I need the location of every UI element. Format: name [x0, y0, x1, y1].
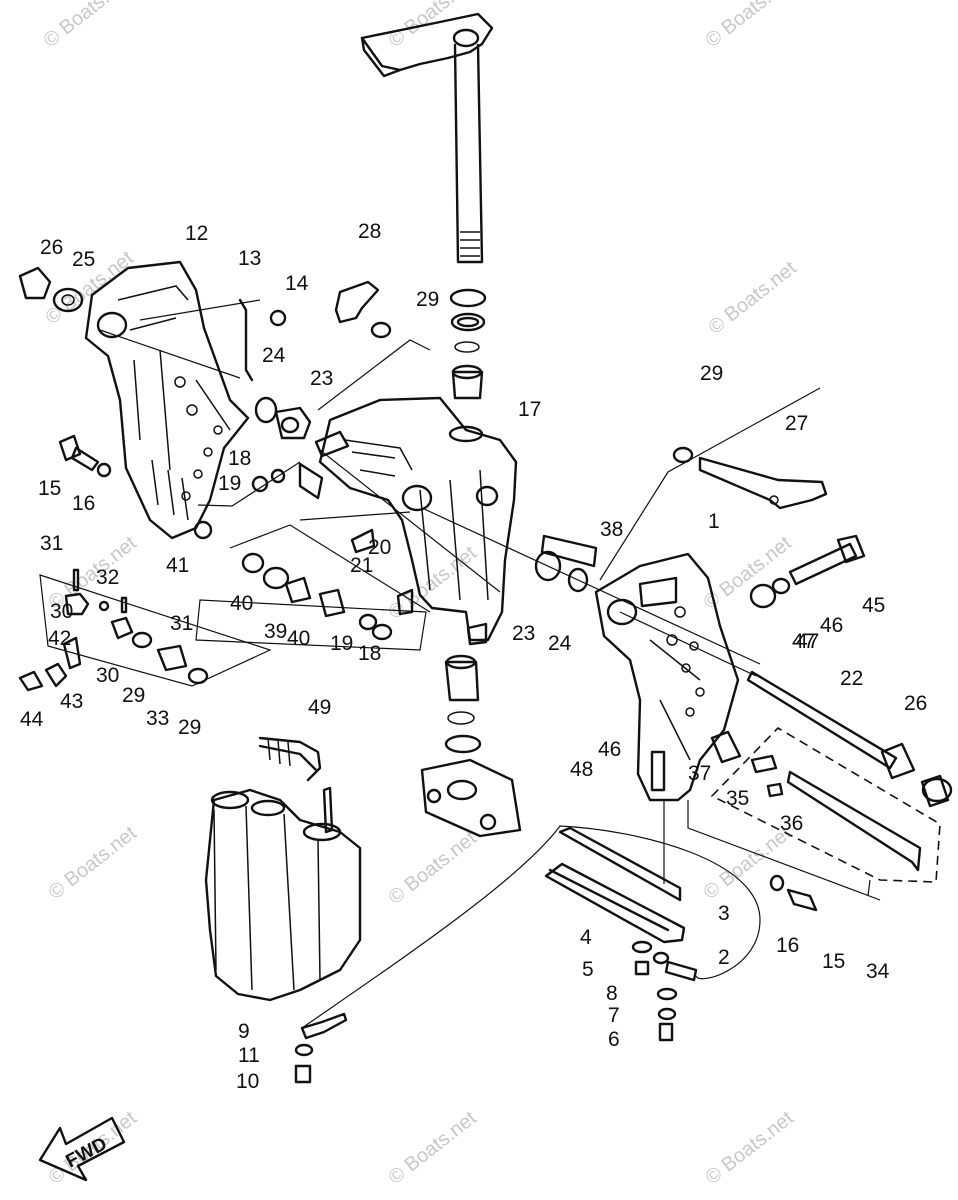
- callout-28: 28: [358, 220, 381, 243]
- callout-32: 32: [96, 566, 119, 589]
- callout-39: 39: [264, 620, 287, 643]
- lower-mount: [420, 654, 522, 838]
- bolt-45-set: [749, 534, 866, 609]
- callout-7: 7: [608, 1004, 620, 1027]
- callout-16: 16: [72, 492, 95, 515]
- callout-48: 48: [570, 758, 593, 781]
- callout-9: 9: [238, 1020, 250, 1043]
- callout-3: 3: [718, 902, 730, 925]
- callout-23: 23: [310, 367, 333, 390]
- callout-15: 15: [822, 950, 845, 973]
- callout-30: 30: [50, 600, 73, 623]
- callout-44: 44: [20, 708, 44, 731]
- clamp-bolt: [746, 670, 953, 808]
- callout-38: 38: [600, 518, 623, 541]
- callout-41: 41: [166, 554, 189, 577]
- callout-46: 46: [820, 614, 843, 637]
- pin-38: [534, 534, 598, 593]
- callout-25: 25: [72, 248, 95, 271]
- callout-45: 45: [862, 594, 885, 617]
- callout-26: 26: [904, 692, 927, 715]
- callout-49: 49: [308, 696, 331, 719]
- callout-17: 17: [518, 398, 541, 421]
- callout-4: 4: [580, 926, 592, 949]
- callout-23: 23: [512, 622, 535, 645]
- callout-27: 27: [785, 412, 808, 435]
- callout-42: 42: [48, 627, 71, 650]
- trim-rods: [544, 826, 686, 944]
- callout-6: 6: [608, 1028, 620, 1051]
- callout-10: 10: [236, 1070, 259, 1093]
- callout-47: 47: [792, 630, 815, 653]
- callout-29: 29: [178, 716, 201, 739]
- callout-24: 24: [262, 344, 286, 367]
- swivel-bracket: [318, 396, 518, 646]
- callout-29: 29: [700, 362, 723, 385]
- callout-labels: 1234567891110121314151617181920212223242…: [20, 220, 927, 1093]
- callout-14: 14: [285, 272, 309, 295]
- watermark: © Boats.net: [385, 0, 481, 52]
- callout-31: 31: [40, 532, 63, 555]
- watermark: © Boats.net: [385, 827, 481, 909]
- callout-20: 20: [368, 536, 391, 559]
- callout-47: 47: [796, 630, 819, 653]
- callout-18: 18: [228, 447, 251, 470]
- watermark: © Boats.net: [702, 0, 798, 52]
- watermark: © Boats.net: [702, 1107, 798, 1189]
- callout-15: 15: [38, 477, 61, 500]
- callout-29: 29: [416, 288, 439, 311]
- callout-37: 37: [688, 762, 711, 785]
- group-outlines: [39, 299, 941, 1029]
- callout-31: 31: [170, 612, 193, 635]
- callout-18: 18: [358, 642, 381, 665]
- callout-21: 21: [350, 554, 373, 577]
- callout-5: 5: [582, 958, 594, 981]
- lever-28: [334, 280, 392, 339]
- callout-24: 24: [548, 632, 572, 655]
- callout-29: 29: [122, 684, 145, 707]
- callout-19: 19: [330, 632, 353, 655]
- callout-33: 33: [146, 707, 169, 730]
- callout-35: 35: [726, 787, 749, 810]
- watermark: © Boats.net: [385, 1107, 481, 1189]
- watermark: © Boats.net: [45, 822, 141, 904]
- watermark: © Boats.net: [40, 0, 136, 52]
- bushings-39-40: [193, 520, 393, 641]
- tilt-lock-lever: [672, 446, 828, 510]
- callout-34: 34: [866, 960, 890, 983]
- callout-40: 40: [287, 627, 310, 650]
- trim-parts-right: [710, 730, 922, 912]
- bolt-15-left: [58, 434, 112, 478]
- small-parts-left: [18, 568, 209, 692]
- callout-8: 8: [606, 982, 618, 1005]
- callout-43: 43: [60, 690, 83, 713]
- nuts-top-left: [18, 266, 84, 313]
- callout-16: 16: [776, 934, 799, 957]
- watermark: © Boats.net: [705, 257, 801, 339]
- callout-46: 46: [598, 738, 621, 761]
- callout-26: 26: [40, 236, 63, 259]
- callout-13: 13: [238, 247, 261, 270]
- callout-2: 2: [718, 946, 730, 969]
- callout-19: 19: [218, 472, 241, 495]
- callout-40: 40: [230, 592, 253, 615]
- callout-11: 11: [238, 1044, 260, 1067]
- hardware-bottom: [294, 940, 698, 1084]
- callout-36: 36: [780, 812, 803, 835]
- callout-22: 22: [840, 667, 863, 690]
- callout-12: 12: [185, 222, 208, 245]
- left-clamp-bracket: [84, 260, 250, 540]
- power-trim-unit: [204, 736, 362, 1002]
- callout-30: 30: [96, 664, 119, 687]
- steering-shaft-assembly: [360, 12, 494, 443]
- callout-1: 1: [708, 510, 720, 533]
